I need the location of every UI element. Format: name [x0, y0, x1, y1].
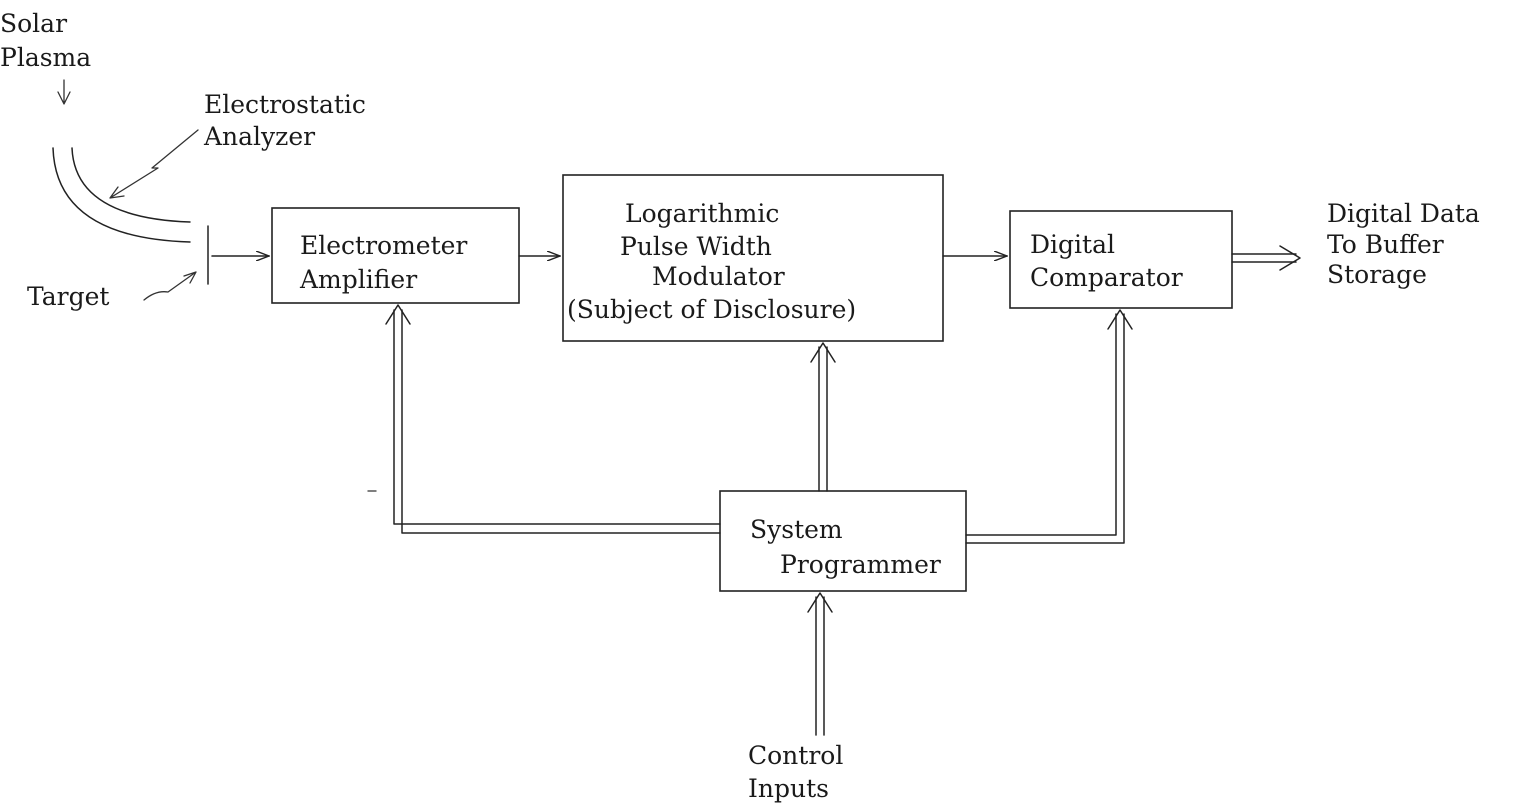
solar-plasma-label: Solar Plasma — [0, 9, 91, 72]
target-label: Target — [27, 282, 109, 311]
svg-text:Storage: Storage — [1327, 260, 1427, 289]
comparator-output-arrow — [1231, 245, 1301, 271]
electrometer-amplifier-block: Electrometer Amplifier — [271, 207, 520, 304]
svg-text:Modulator: Modulator — [652, 262, 785, 291]
svg-text:Solar: Solar — [0, 9, 67, 38]
svg-text:Pulse Width: Pulse Width — [620, 232, 772, 261]
solar-plasma-arrow — [57, 79, 71, 105]
control-inputs-label: Control Inputs — [748, 741, 843, 803]
svg-text:Electrostatic: Electrostatic — [204, 90, 366, 119]
svg-text:Programmer: Programmer — [780, 550, 941, 579]
target-leader-line — [143, 271, 197, 301]
programmer-to-comparator-bus — [965, 309, 1133, 544]
svg-text:Electrometer: Electrometer — [300, 231, 467, 260]
pulse-width-modulator-block: Logarithmic Pulse Width Modulator (Subje… — [562, 174, 944, 342]
svg-text:Control: Control — [748, 741, 843, 770]
programmer-to-electrometer-bus — [385, 304, 721, 534]
analyzer-leader-line — [109, 129, 199, 199]
svg-text:System: System — [750, 515, 843, 544]
programmer-to-modulator-bus — [810, 342, 836, 492]
system-programmer-block: System Programmer — [719, 490, 967, 592]
output-label: Digital Data To Buffer Storage — [1327, 199, 1480, 289]
svg-text:Digital Data: Digital Data — [1327, 199, 1480, 228]
svg-text:Analyzer: Analyzer — [203, 122, 315, 151]
svg-text:Amplifier: Amplifier — [299, 265, 417, 294]
svg-text:Comparator: Comparator — [1030, 263, 1183, 292]
digital-comparator-block: Digital Comparator — [1009, 210, 1233, 309]
svg-text:Logarithmic: Logarithmic — [625, 199, 779, 228]
svg-text:To Buffer: To Buffer — [1327, 230, 1444, 259]
svg-text:Plasma: Plasma — [0, 43, 91, 72]
electrostatic-analyzer — [52, 147, 191, 243]
control-inputs-bus — [807, 592, 833, 736]
svg-text:Digital: Digital — [1030, 230, 1115, 259]
electrostatic-analyzer-label: Electrostatic Analyzer — [203, 90, 366, 151]
svg-text:Inputs: Inputs — [748, 774, 829, 803]
svg-text:(Subject of Disclosure): (Subject of Disclosure) — [567, 295, 856, 324]
